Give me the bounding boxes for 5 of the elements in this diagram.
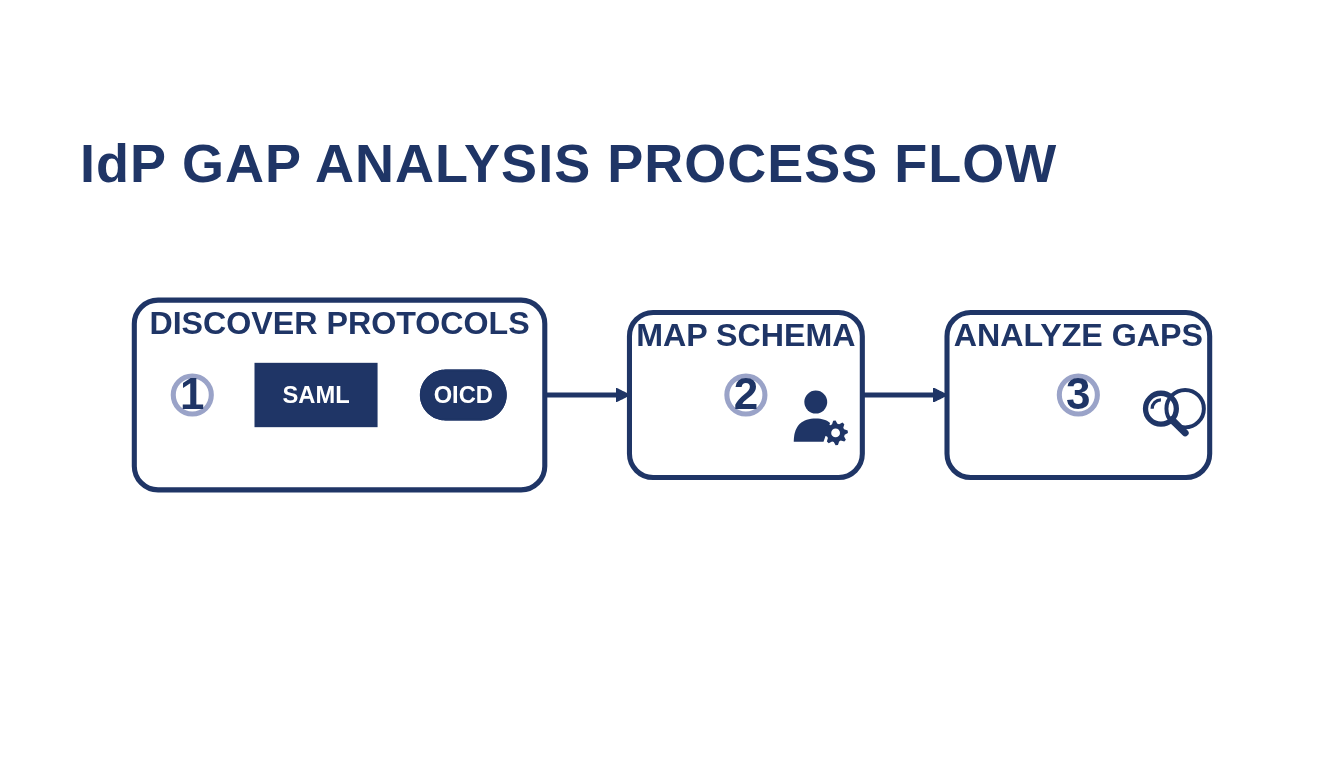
diagram-title: IdP GAP ANALYSIS PROCESS FLOW — [80, 132, 1058, 194]
node-box: SAML — [254, 362, 378, 428]
node-circle: 2 — [724, 373, 768, 417]
node-circle: 3 — [1056, 373, 1100, 417]
node-circle: 1 — [170, 373, 214, 417]
